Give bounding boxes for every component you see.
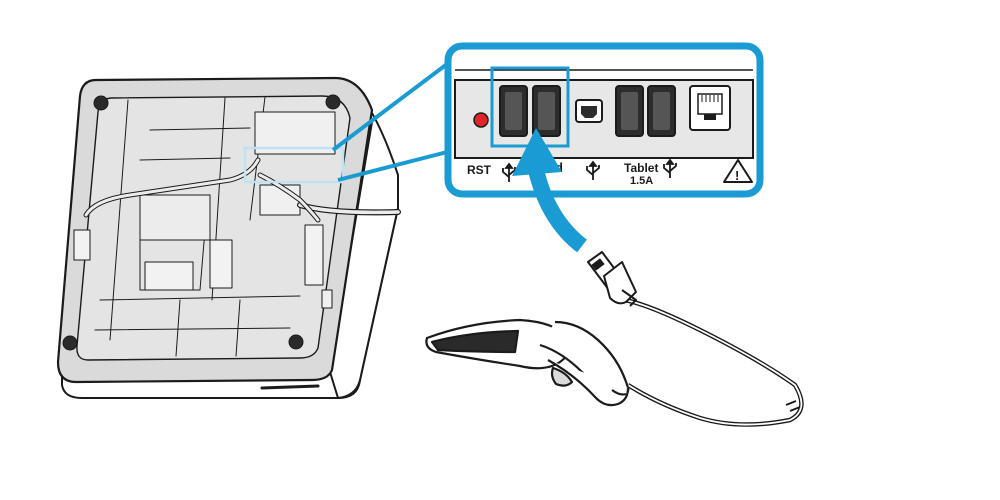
usb-symbol-icon (586, 160, 600, 180)
usb-port-tablet-1 (615, 85, 644, 137)
usb-port-tablet-2 (647, 85, 676, 137)
rubber-foot (325, 94, 341, 110)
reset-led-icon (473, 112, 489, 128)
usb-port-left-keyboard (499, 85, 528, 137)
usb-a-plug (587, 251, 637, 307)
tablet-current-label: 1.5A (630, 175, 653, 187)
warning-triangle-icon: ! (723, 159, 753, 183)
rubber-foot (288, 334, 304, 350)
callout-leader-lines (331, 56, 457, 182)
scanner-trigger (550, 366, 574, 387)
scanner-window (430, 329, 520, 354)
rubber-foot (62, 335, 78, 351)
tablet-label: Tablet (624, 161, 658, 175)
usb-cable (624, 297, 804, 427)
device-front-slot (260, 384, 320, 390)
rj-modular-jack (689, 85, 731, 131)
usb-type-b-port (575, 99, 603, 123)
usb-symbol-icon (663, 158, 677, 178)
port-panel-callout: RST d Tablet 1.5A ! (444, 42, 764, 198)
scanner-cable (624, 297, 804, 427)
pos-device-underside (56, 76, 401, 399)
rubber-foot (93, 95, 109, 111)
handheld-barcode-scanner (425, 318, 630, 407)
rst-label: RST (467, 163, 492, 177)
usb-port-right-keyboard (532, 85, 561, 137)
port-area-highlight (243, 146, 345, 184)
usb-symbol-icon (502, 162, 516, 182)
curved-arrow-icon (512, 128, 588, 253)
svg-text:!: ! (735, 168, 739, 183)
